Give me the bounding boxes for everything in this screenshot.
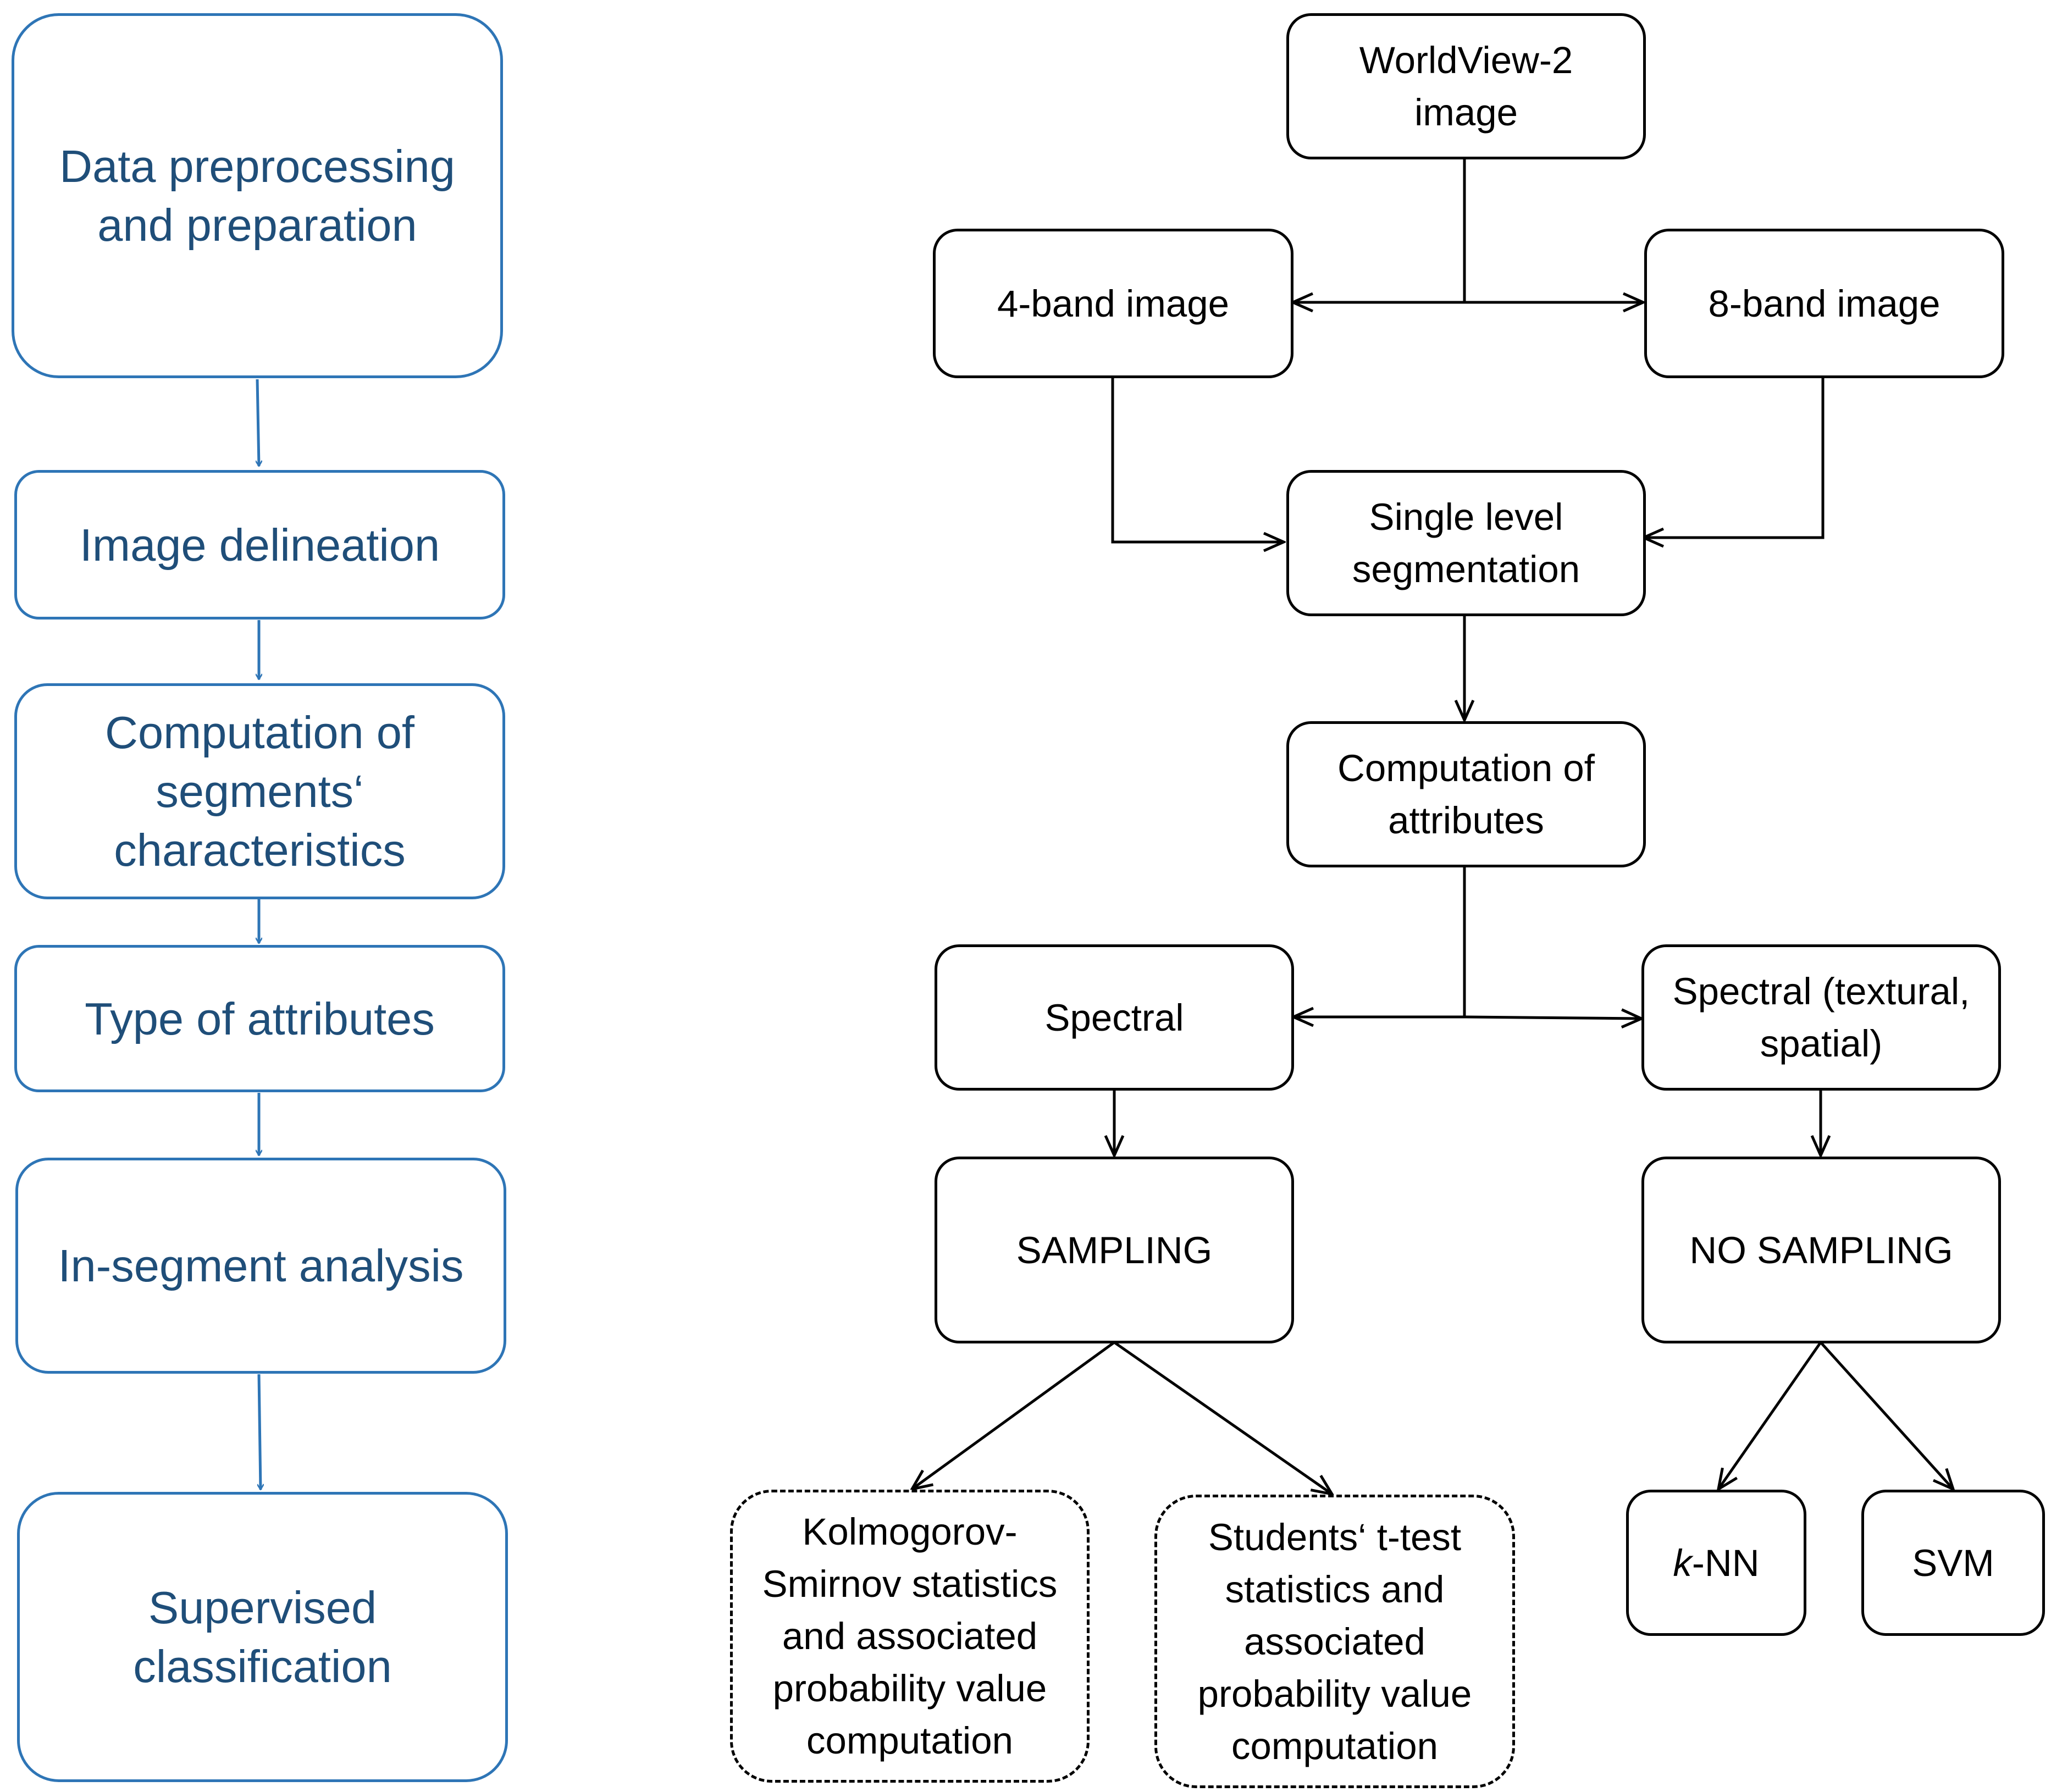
node-label-line: Spectral [1044, 996, 1184, 1039]
stage-label-line: Supervised [148, 1582, 377, 1633]
node-label-line: Students‘ t-test [1208, 1516, 1462, 1558]
node-label-line: computation [806, 1719, 1013, 1762]
node-label-line: statistics and [1225, 1568, 1445, 1611]
stage-label-line: classification [133, 1641, 392, 1692]
node-label-line: SVM [1912, 1541, 1994, 1584]
node-label-line: computation [1231, 1724, 1438, 1767]
node-label-line: associated [1244, 1620, 1425, 1663]
arrow-nosampling-svm [1820, 1341, 1953, 1489]
node-label-line: probability value [772, 1667, 1047, 1710]
knn-italic-k: k [1673, 1541, 1692, 1584]
node-no-sampling: NO SAMPLING [1641, 1157, 2001, 1343]
connector-4band-segmentation [1111, 378, 1284, 542]
node-label-line: WorldView-2 [1359, 39, 1573, 81]
stage-label-line: segments‘ [156, 766, 364, 817]
knn-suffix: -NN [1691, 1541, 1760, 1584]
stage-label-line: and preparation [97, 200, 417, 251]
node-label-line: Kolmogorov- [802, 1511, 1018, 1553]
stage-arrow-5 [259, 1374, 261, 1490]
node-worldview-image: WorldView-2 image [1286, 13, 1646, 159]
arrow-sampling-ks [912, 1341, 1115, 1489]
node-4-band-image: 4-band image [933, 229, 1293, 378]
arrow-to-spectral-textural [1464, 1017, 1641, 1019]
stage-label-line: Type of attributes [85, 993, 435, 1044]
node-label-line: SAMPLING [1016, 1229, 1213, 1271]
node-label-line: Smirnov statistics [762, 1563, 1058, 1605]
arrow-sampling-ttest [1113, 1341, 1332, 1494]
node-sampling: SAMPLING [935, 1157, 1294, 1343]
stage-label-line: Data preprocessing [59, 141, 455, 192]
node-computation-of-attributes: Computation of attributes [1286, 721, 1646, 867]
node-students-t-test: Students‘ t-test statistics and associat… [1154, 1495, 1515, 1788]
node-svm: SVM [1861, 1490, 2045, 1636]
stage-computation-segments: Computation of segments‘ characteristics [14, 683, 505, 899]
node-label-line: probability value [1197, 1672, 1472, 1715]
stage-label-line: Image delineation [79, 519, 440, 571]
stage-image-delineation: Image delineation [14, 470, 505, 620]
node-label-line: k-NN [1673, 1537, 1759, 1589]
node-spectral: Spectral [935, 944, 1294, 1091]
node-label-line: segmentation [1352, 548, 1580, 590]
node-knn: k-NN [1626, 1490, 1806, 1636]
arrow-nosampling-knn [1718, 1341, 1822, 1489]
node-kolmogorov-smirnov: Kolmogorov- Smirnov statistics and assoc… [730, 1490, 1090, 1783]
node-label-line: and associated [782, 1615, 1038, 1657]
node-label-line: NO SAMPLING [1689, 1229, 1953, 1271]
stage-arrow-1 [257, 379, 259, 466]
node-label-line: 8-band image [1708, 282, 1941, 325]
stage-supervised-classification: Supervised classification [17, 1492, 508, 1782]
node-label-line: 4-band image [997, 282, 1229, 325]
stage-data-preprocessing: Data preprocessing and preparation [12, 13, 503, 378]
stage-label-line: Computation of [105, 707, 414, 758]
stage-type-of-attributes: Type of attributes [14, 945, 505, 1092]
node-label-line: image [1414, 91, 1518, 134]
node-label-line: Spectral (textural, [1672, 970, 1970, 1013]
node-single-level-segmentation: Single level segmentation [1286, 470, 1646, 616]
node-label-line: attributes [1388, 799, 1544, 842]
stage-label-line: characteristics [114, 825, 406, 876]
stage-in-segment-analysis: In-segment analysis [15, 1158, 506, 1374]
connector-8band-segmentation [1644, 378, 1825, 538]
node-8-band-image: 8-band image [1644, 229, 2004, 378]
node-label-line: Computation of [1337, 747, 1595, 789]
node-label-line: Single level [1369, 496, 1563, 538]
stage-label-line: In-segment analysis [58, 1240, 464, 1291]
node-label-line: spatial) [1760, 1022, 1883, 1065]
node-spectral-textural-spatial: Spectral (textural, spatial) [1641, 944, 2001, 1091]
